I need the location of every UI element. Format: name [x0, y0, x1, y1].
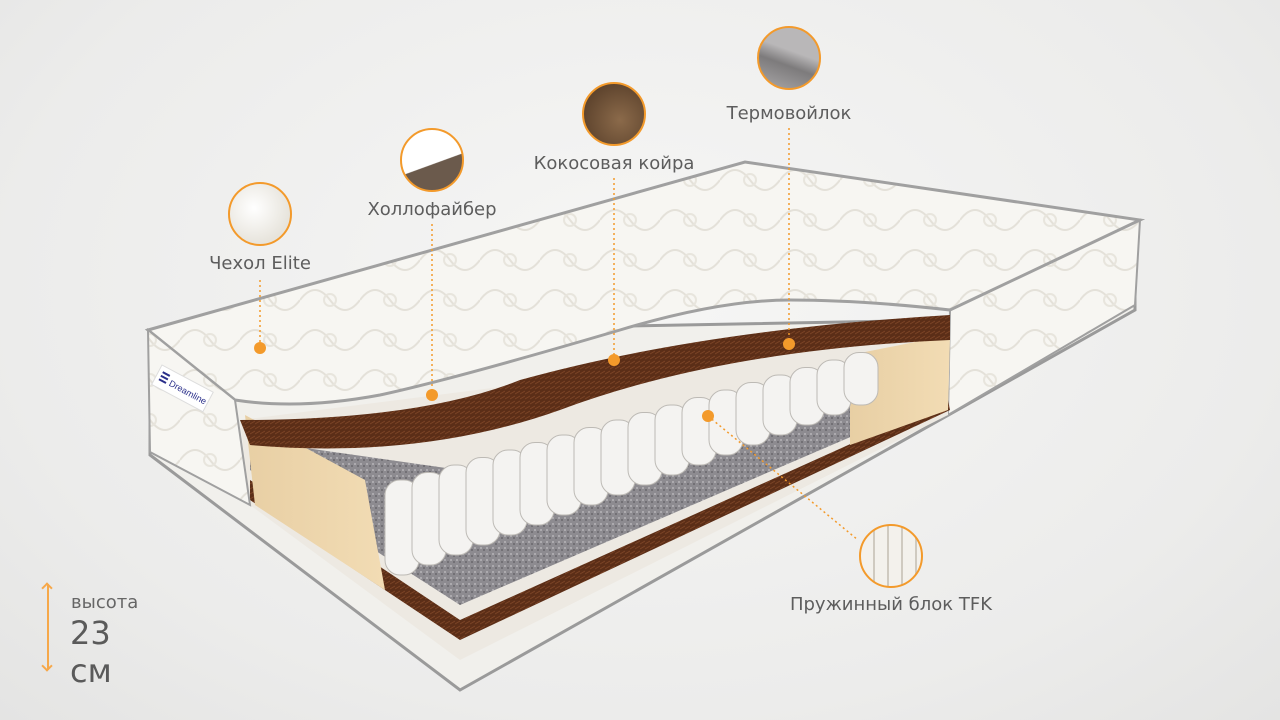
layer-label-hollofiber: Холлофайбер: [367, 199, 497, 220]
marker-dot-coir: [608, 354, 620, 366]
layer-label-springs: Пружинный блок TFK: [789, 594, 993, 615]
marker-dot-hollofiber: [426, 389, 438, 401]
spring-block-thumbnail: [859, 524, 923, 588]
spring-block: [384, 352, 879, 576]
thermofelt-thumbnail: [757, 26, 821, 90]
height-arrow-icon: [47, 584, 49, 670]
layer-label-thermofelt: Термовойлок: [726, 103, 852, 124]
mattress-top: [144, 160, 1146, 406]
height-value: 23 см: [70, 614, 112, 690]
marker-dot-springs: [702, 410, 714, 422]
marker-dot-cover: [254, 342, 266, 354]
height-label: высота: [71, 592, 139, 613]
layer-label-coir: Кокосовая койра: [533, 153, 695, 174]
coir-layer-top: [240, 315, 950, 449]
foam-left: [245, 415, 385, 590]
hollofiber-thumbnail: [400, 128, 464, 192]
coconut-coir-thumbnail: [582, 82, 646, 146]
marker-dot-thermofelt: [783, 338, 795, 350]
cover-fabric-thumbnail: [228, 182, 292, 246]
layer-label-cover: Чехол Elite: [209, 253, 311, 274]
spring-pocket: [843, 352, 879, 406]
